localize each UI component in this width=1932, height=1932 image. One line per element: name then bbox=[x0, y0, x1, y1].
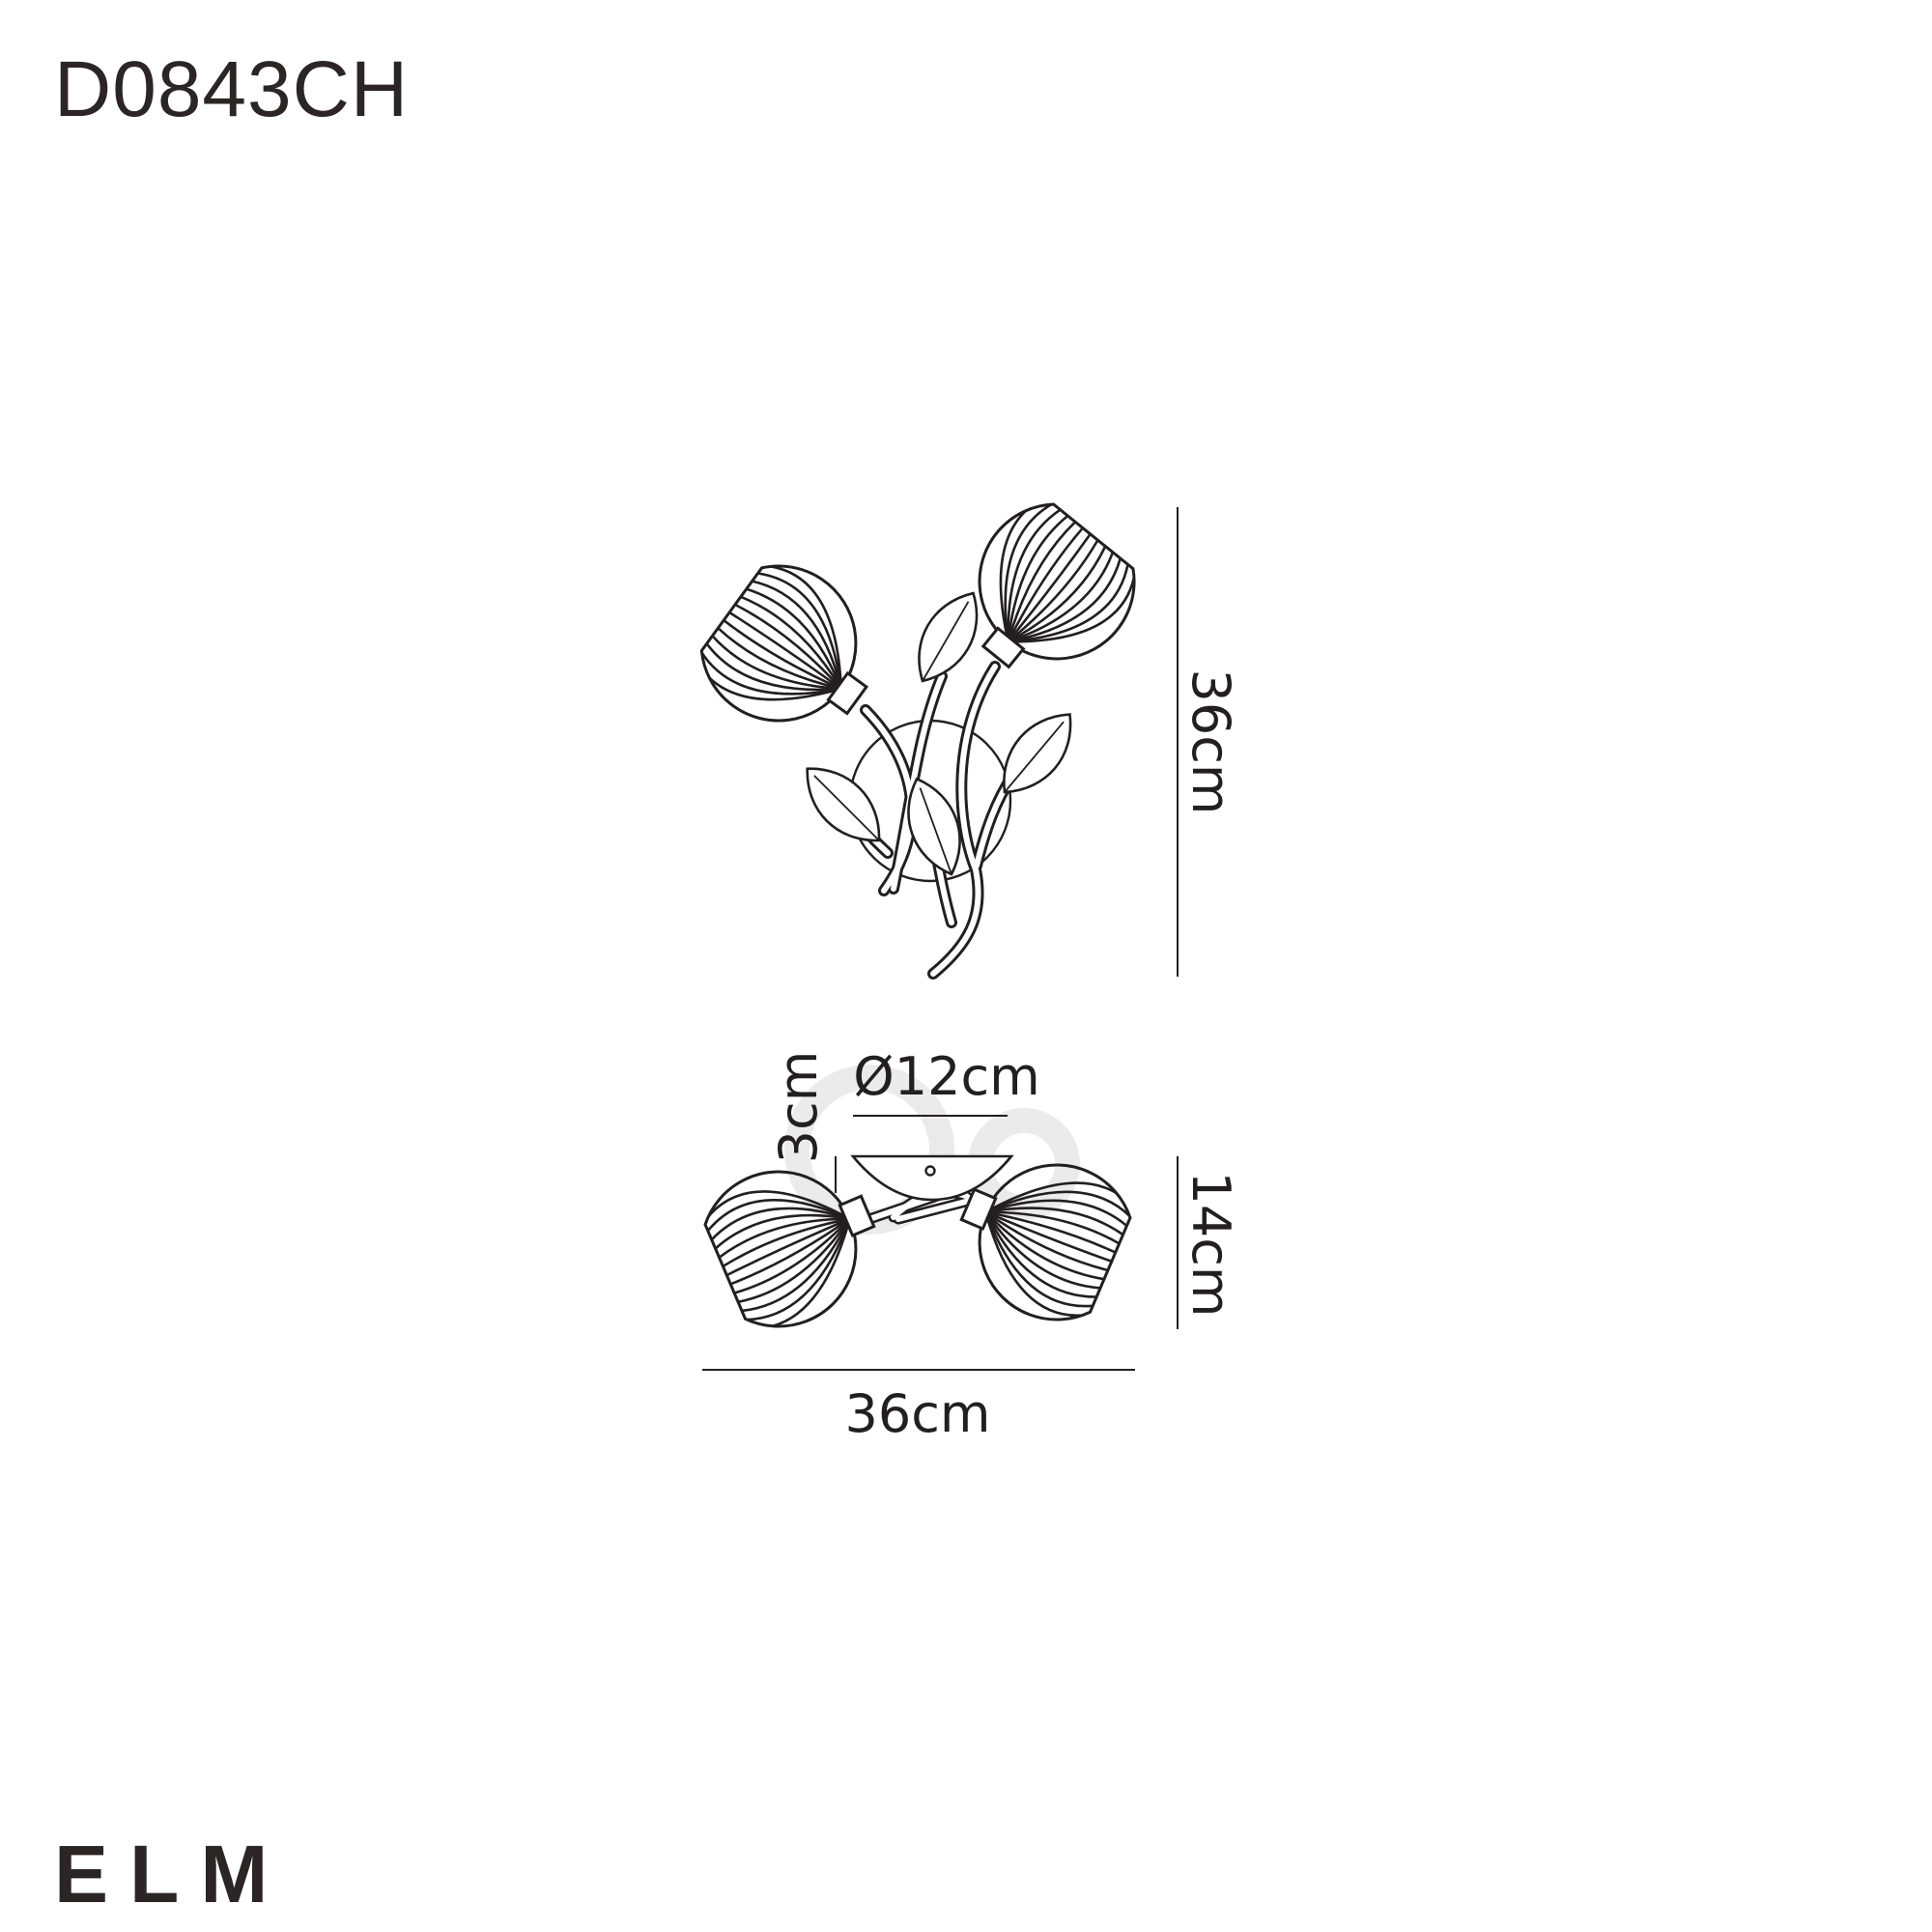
top-view: Ø12cm 3cm 14cm 36cm bbox=[696, 1046, 1241, 1444]
fixing-screw bbox=[924, 1165, 936, 1177]
leaf-center-top bbox=[900, 580, 995, 695]
projection-label: 14cm bbox=[1180, 1171, 1241, 1317]
width-label: 36cm bbox=[844, 1383, 990, 1444]
globe-left bbox=[686, 547, 901, 762]
front-view: 36cm bbox=[686, 488, 1241, 980]
leaf-left bbox=[789, 751, 897, 859]
product-code: D0843CH bbox=[54, 45, 410, 133]
brand-logo: ELM bbox=[54, 1829, 290, 1919]
diameter-label: Ø12cm bbox=[853, 1046, 1040, 1107]
dimension-height-label: 36cm bbox=[1180, 668, 1241, 814]
depth-label: 3cm bbox=[768, 1051, 829, 1164]
backplate-side bbox=[850, 1154, 1014, 1202]
